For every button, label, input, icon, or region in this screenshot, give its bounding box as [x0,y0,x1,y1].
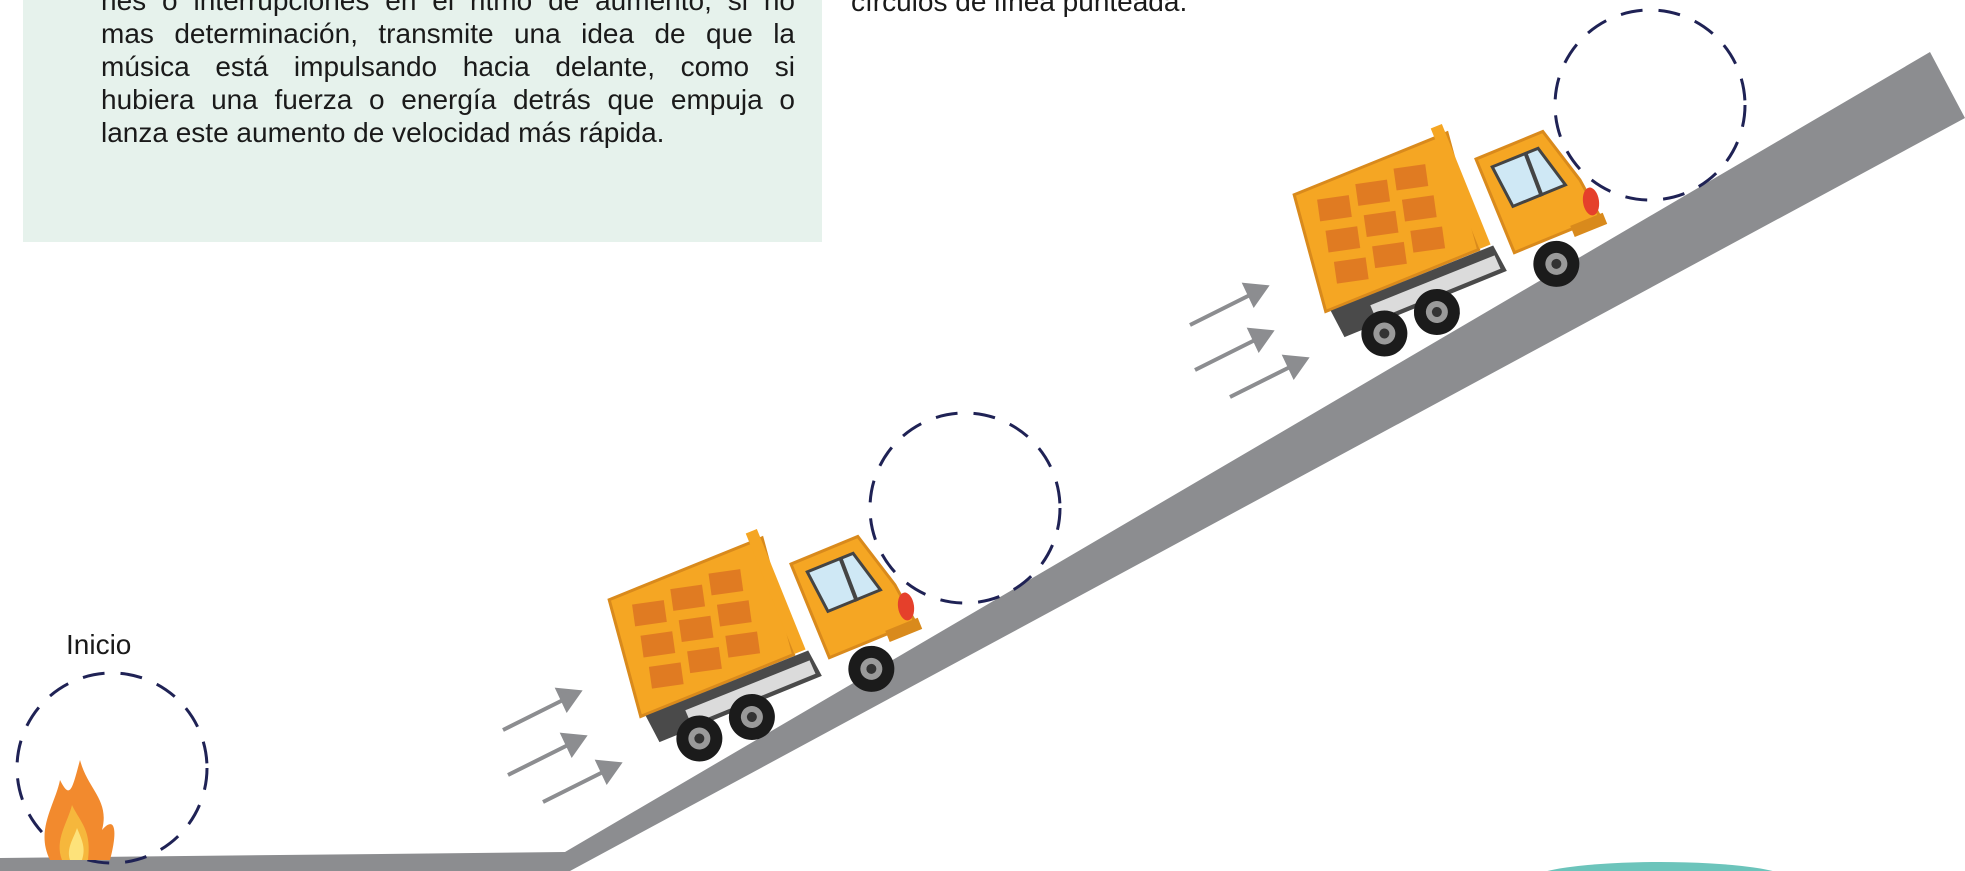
dashed-circle-start [15,671,209,865]
info-line-1: nes o interrupciones en el ritmo de aume… [101,0,795,16]
info-line-5: lanza este aumento de velocidad más rápi… [101,117,665,148]
teal-shape [1547,862,1773,871]
speed-arrow-icon [1188,283,1308,399]
info-paragraph: nes o interrupciones en el ritmo de aume… [101,0,795,149]
info-line-4: hubiera una fuerza o energía detrás que … [101,84,795,115]
dump-truck-icon [600,506,939,774]
info-line-3: música está impulsando hacia delante, co… [101,51,795,82]
instruction-text: círculos de línea punteada. [851,0,1188,17]
fire-icon [44,760,115,860]
dashed-circle-top [1553,8,1747,202]
road-slope [0,52,1965,871]
info-text-box: nes o interrupciones en el ritmo de aume… [23,0,822,242]
speed-arrow-icon [501,688,621,804]
start-label: Inicio [66,629,132,660]
dashed-circle-middle [868,411,1062,605]
info-line-2: mas determinación, transmite una idea de… [101,18,795,49]
